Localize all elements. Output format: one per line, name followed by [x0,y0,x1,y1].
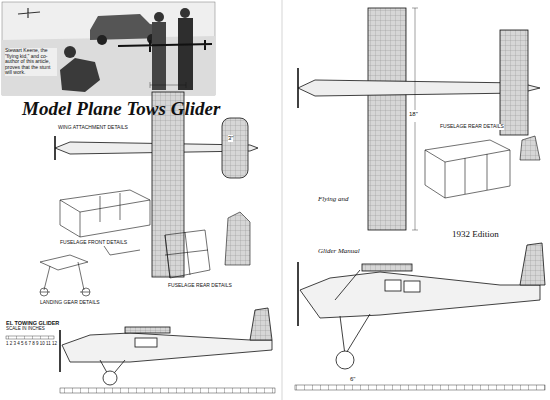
right-top-view [298,8,540,230]
propeller [297,68,299,108]
sky-model [18,8,40,18]
propeller [59,330,61,372]
plan-title: Model Plane Tows Glider [22,99,220,120]
cabin-window [404,281,420,292]
fuselage-rear-frame [425,140,510,198]
cabin-window [135,338,157,347]
photo-caption: Stewart Keene, the "flying kid," and co-… [5,48,57,76]
head [154,12,164,22]
propeller [297,262,299,326]
wing-section [125,327,170,333]
detail-label: Flying and [318,196,349,204]
page-gutter [282,0,283,400]
fuselage-side [62,333,272,362]
wheel [82,288,90,296]
head [180,8,190,18]
wheel [103,371,117,385]
cabin-window [385,280,401,291]
detail-label: FUSELAGE REAR DETAILS [168,283,232,289]
right-side-view [295,243,545,390]
tail-top [500,30,528,135]
right-details [425,136,540,198]
detail-label: SCALE IN INCHES [6,327,45,332]
fuselage-front-frame [60,190,150,237]
rudder-detail [225,212,250,265]
left-details [40,190,250,296]
wheel [40,288,48,296]
wheel [336,351,354,369]
head [64,46,76,58]
photo-ground [2,2,215,95]
wing-top [368,8,406,230]
standing-man [152,22,166,90]
dimension-label: 3" [228,135,233,142]
held-model [118,40,212,52]
dimension-line [412,8,418,230]
propeller [54,136,56,160]
ruler [60,388,275,393]
standing-man [178,18,193,90]
car-wheel [97,35,107,45]
wing-section [362,264,412,271]
kneeling-man [60,58,100,92]
detail-label: Glider Manual [318,248,360,256]
photo [2,2,215,95]
left-side-view [60,308,275,393]
tail-top [222,118,248,178]
gear-strut [335,270,370,355]
rudder-side [250,308,272,340]
landing-gear-sketch [40,255,90,292]
detail-label: FUSELAGE FRONT DETAILS [60,240,127,246]
fuselage-side [300,272,540,318]
detail-label: WING ATTACHMENT DETAILS [58,125,128,131]
dimension-label: 6" [350,376,355,383]
detail-label: 1932 Edition [452,230,499,240]
rudder-detail [520,136,540,160]
dimension-line [150,82,186,88]
dimension-label: 18" [409,111,418,118]
scale-bar [6,336,54,339]
detail-label: LANDING GEAR DETAILS [40,300,100,306]
detail-label: 1 2 3 4 5 6 7 8 9 10 11 12 [6,342,57,347]
fuselage-rear-frame [165,230,210,278]
rudder-side [520,243,545,285]
ruler [295,385,545,390]
detail-label: EL TOWING GLIDER [6,320,59,326]
wing-top [152,92,184,277]
detail-label: FUSELAGE REAR DETAILS [440,124,504,130]
